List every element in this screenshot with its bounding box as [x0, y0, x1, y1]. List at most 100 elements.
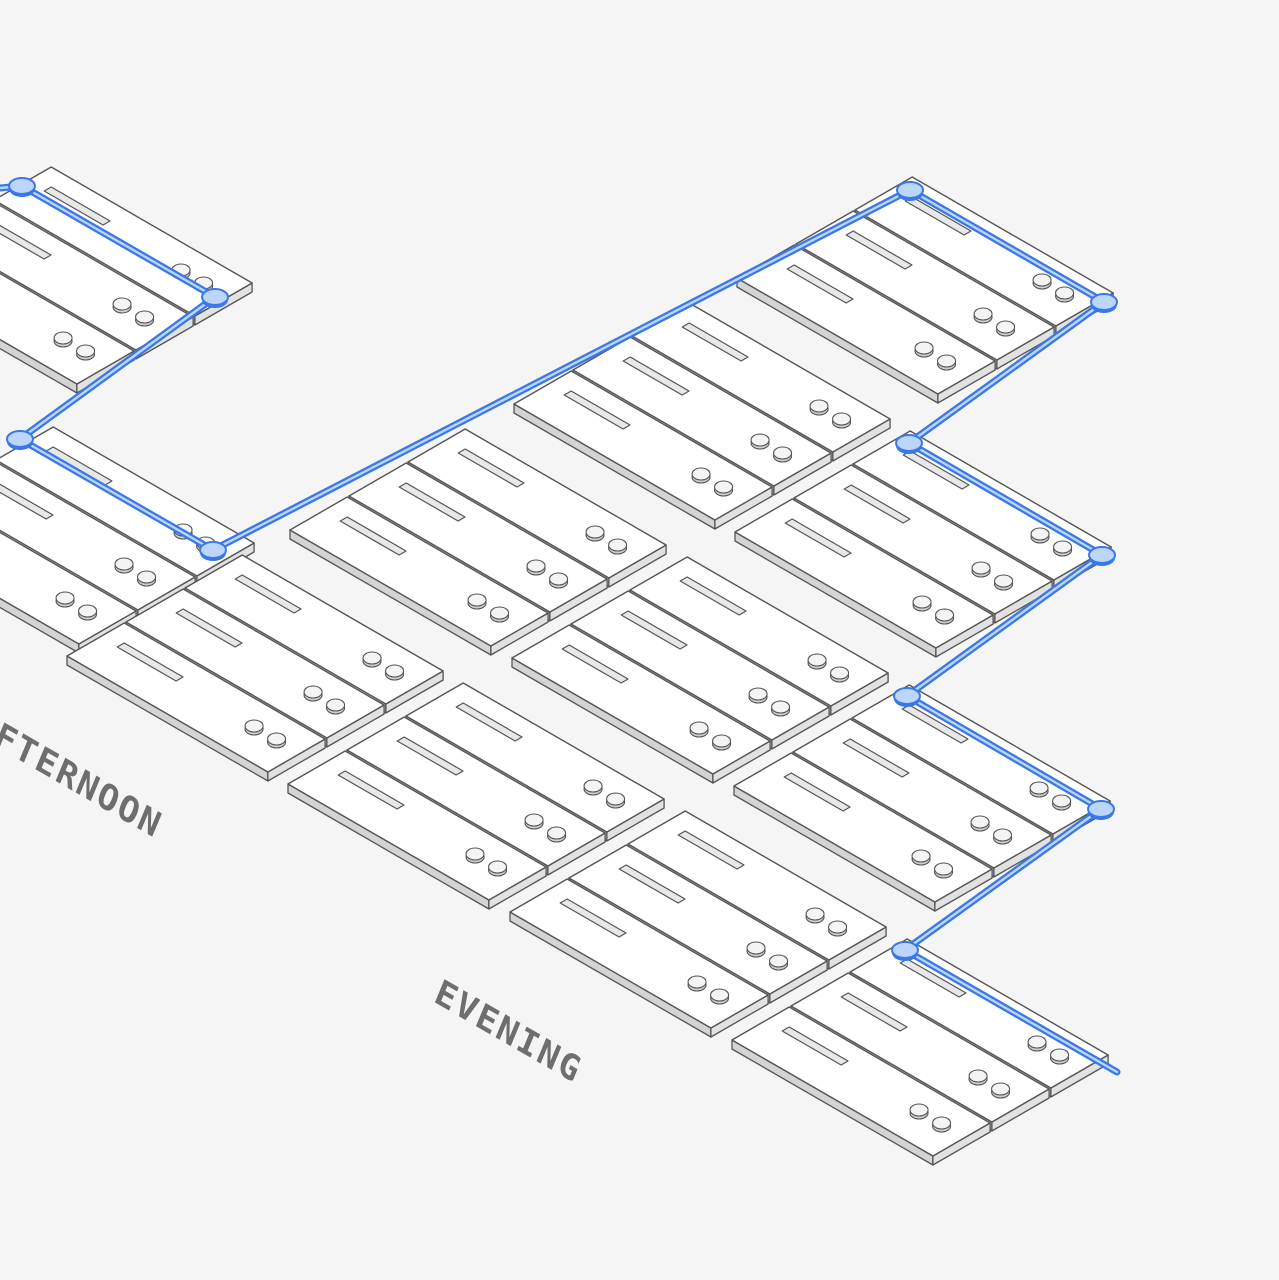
- server-face: [348, 462, 608, 613]
- server-button: [769, 954, 789, 968]
- server-face: [287, 750, 547, 901]
- route-node: [895, 434, 923, 452]
- server-slot: [681, 322, 749, 362]
- server-button: [807, 653, 827, 667]
- server-button: [526, 559, 546, 573]
- server-button: [53, 331, 73, 345]
- server-button: [750, 433, 770, 447]
- server-button: [1029, 781, 1049, 795]
- server-face: [509, 878, 769, 1029]
- server-button: [994, 574, 1014, 588]
- server-button: [687, 975, 707, 989]
- server-button: [912, 595, 932, 609]
- server-slot: [337, 770, 405, 810]
- server-button: [993, 828, 1013, 842]
- server-button: [689, 721, 709, 735]
- server-button: [78, 604, 98, 618]
- server-button: [606, 792, 626, 806]
- server-face: [629, 556, 889, 707]
- server-button: [326, 698, 346, 712]
- server-stack: [289, 428, 667, 656]
- server-button: [1032, 273, 1052, 287]
- server-slot: [842, 738, 910, 778]
- server-slot: [175, 608, 243, 648]
- server-button: [914, 341, 934, 355]
- server-slot: [784, 518, 852, 558]
- server-button: [937, 354, 957, 368]
- server-button: [585, 525, 605, 539]
- server-button: [549, 572, 569, 586]
- server-unit: [731, 1006, 991, 1166]
- server-face: [405, 682, 665, 833]
- server-slot: [339, 516, 407, 556]
- server-button: [467, 593, 487, 607]
- server-slot: [677, 830, 745, 870]
- server-face: [0, 531, 137, 645]
- server-stack: [736, 176, 1114, 404]
- route-node: [896, 181, 924, 199]
- server-face: [793, 464, 1053, 615]
- server-stack: [513, 302, 891, 530]
- server-stack: [731, 938, 1109, 1166]
- server-slot: [845, 230, 913, 270]
- server-button: [712, 734, 732, 748]
- server-unit: [66, 622, 326, 782]
- server-button: [1053, 540, 1073, 554]
- server-button: [830, 666, 850, 680]
- server-face: [570, 590, 830, 741]
- server-button: [911, 849, 931, 863]
- server-button: [76, 344, 96, 358]
- server-button: [773, 446, 793, 460]
- server-button: [1055, 286, 1075, 300]
- server-stack: [287, 682, 665, 910]
- server-slot: [843, 484, 911, 524]
- server-button: [805, 907, 825, 921]
- route-node: [893, 687, 921, 705]
- server-face: [849, 938, 1109, 1089]
- server-button: [714, 480, 734, 494]
- server-slot: [679, 576, 747, 616]
- server-unit: [289, 496, 549, 656]
- route-node: [1087, 800, 1115, 818]
- server-button: [490, 606, 510, 620]
- server-button: [832, 412, 852, 426]
- server-face: [854, 176, 1114, 327]
- server-button: [970, 815, 990, 829]
- server-button: [991, 1082, 1011, 1096]
- server-button: [137, 570, 157, 584]
- server-button: [932, 1116, 952, 1130]
- server-button: [244, 719, 264, 733]
- server-unit: [733, 752, 993, 912]
- server-face: [851, 684, 1111, 835]
- server-unit: [513, 370, 773, 530]
- route-node: [201, 288, 229, 306]
- route-path: [0, 177, 1121, 1076]
- server-button: [583, 779, 603, 793]
- server-face: [734, 498, 994, 649]
- server-button: [362, 651, 382, 665]
- server-face: [731, 1006, 991, 1157]
- server-slot: [559, 898, 627, 938]
- route-node: [1088, 546, 1116, 564]
- server-slot: [455, 702, 523, 742]
- route-node: [1090, 293, 1118, 311]
- server-button: [1027, 1035, 1047, 1049]
- route-node: [199, 541, 227, 559]
- server-face: [792, 718, 1052, 869]
- server-face: [66, 622, 326, 773]
- server-stack: [66, 554, 444, 782]
- server-slot: [116, 642, 184, 682]
- route-node: [6, 430, 34, 448]
- server-face: [852, 430, 1112, 581]
- server-button: [267, 732, 287, 746]
- server-button: [971, 561, 991, 575]
- server-button: [488, 860, 508, 874]
- server-slot: [0, 224, 52, 260]
- server-face: [733, 752, 993, 903]
- evening-label: EVENING: [433, 971, 585, 1094]
- server-face: [513, 370, 773, 521]
- server-stack: [509, 810, 887, 1038]
- server-button: [973, 307, 993, 321]
- server-unit: [287, 750, 547, 910]
